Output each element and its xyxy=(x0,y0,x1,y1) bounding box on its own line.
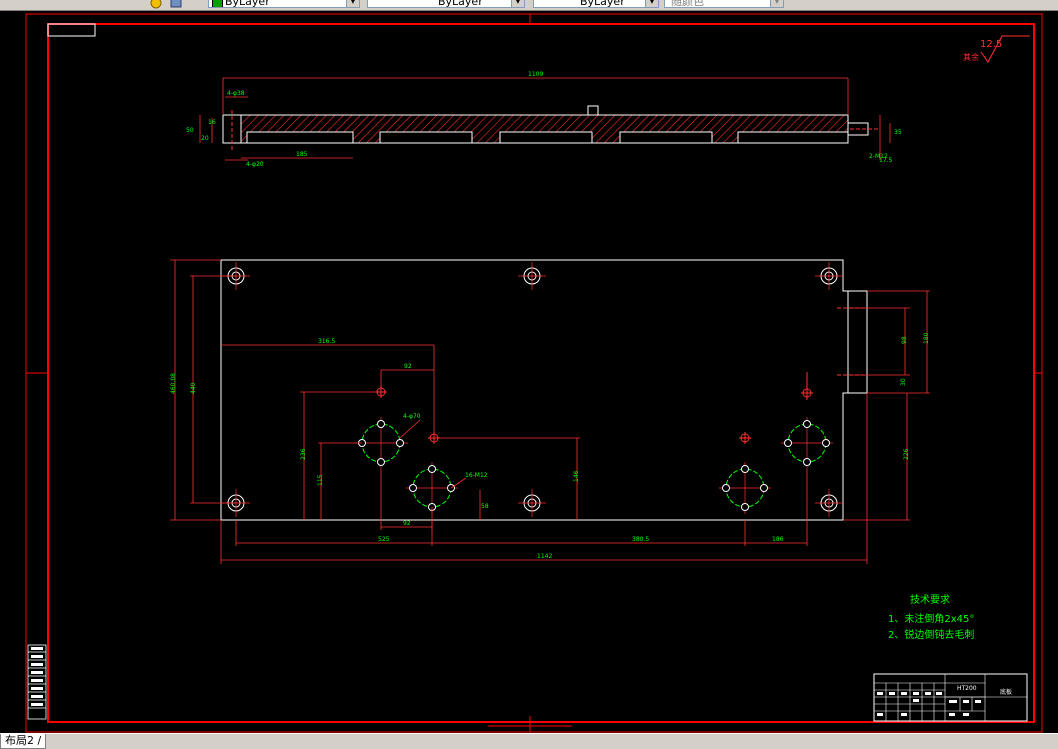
surface-roughness-symbol: 12.5 其余 xyxy=(963,35,1030,63)
chevron-down-icon[interactable]: ▼ xyxy=(511,0,524,7)
dim-overall-length: 1109 xyxy=(528,71,543,78)
side-view: 1109 4-φ38 4-φ20 50 20 16 185 2-M12 35 1… xyxy=(186,71,902,168)
dim-50: 50 xyxy=(186,127,194,134)
chevron-down-icon[interactable]: ▼ xyxy=(346,0,359,7)
layout-tab-label: 布局2 xyxy=(5,734,34,747)
roughness-label: 其余 xyxy=(963,52,979,62)
lineweight-combo-value: ByLayer xyxy=(580,0,625,8)
dim-226: 226 xyxy=(903,448,910,460)
dim-146: 146 xyxy=(573,470,580,482)
dim-180: 180 xyxy=(923,332,930,344)
chevron-down-icon[interactable]: ▼ xyxy=(645,0,658,7)
dim-17-5: 17.5 xyxy=(879,157,893,164)
dim-186: 186 xyxy=(772,536,784,543)
dim-525: 525 xyxy=(378,536,390,543)
dim-20: 20 xyxy=(201,135,209,142)
bolt-pattern-center xyxy=(406,432,458,514)
color-control-combo[interactable]: ByLayer ▼ xyxy=(208,0,360,8)
properties-toolbar: ByLayer ▼ ByLayer ▼ ByLayer ▼ 随颜色 ▼ xyxy=(0,0,1058,11)
drawing-number-box xyxy=(47,23,96,37)
dim-left-hole: 4-φ38 xyxy=(227,90,245,97)
dim-4-phi70: 4-φ70 xyxy=(403,413,421,420)
dim-16-m12: 16-M12 xyxy=(465,472,488,479)
dim-115: 115 xyxy=(317,474,324,486)
layer-state-icon[interactable] xyxy=(150,0,162,9)
color-swatch-icon xyxy=(212,0,223,7)
linetype-combo-value: ByLayer xyxy=(438,0,483,8)
linetype-control-combo[interactable]: ByLayer ▼ xyxy=(367,0,525,8)
plotstyle-combo-value: 随颜色 xyxy=(671,0,704,8)
dim-30: 30 xyxy=(900,378,907,386)
dim-35: 35 xyxy=(894,129,902,136)
dim-1142: 1142 xyxy=(537,553,552,560)
dim-left-hole-2: 4-φ20 xyxy=(246,161,264,168)
plotstyle-control-combo[interactable]: 随颜色 ▼ xyxy=(664,0,784,8)
dim-98: 98 xyxy=(901,336,908,344)
sheet-frame xyxy=(25,13,1043,733)
drawing-canvas[interactable]: 12.5 其余 1109 xyxy=(0,11,1058,733)
dim-185: 185 xyxy=(296,151,308,158)
bolt-pattern-right-top xyxy=(781,372,833,470)
dim-316-5: 316.5 xyxy=(318,338,335,345)
dim-460: 460.08 xyxy=(170,373,177,394)
roughness-value: 12.5 xyxy=(980,39,1002,50)
layout-tab-2[interactable]: 布局2 / xyxy=(0,734,47,749)
title-block: HT200 底板 xyxy=(873,673,1028,722)
dim-380-5: 380.5 xyxy=(632,536,649,543)
color-combo-value: ByLayer xyxy=(225,0,270,8)
tech-req-title: 技术要求 xyxy=(910,593,950,606)
title-block-material: HT200 xyxy=(957,685,977,692)
plan-view: 316.5 92 4-φ70 16-M12 460.08 440 236 115… xyxy=(170,259,930,564)
revision-column xyxy=(27,644,47,720)
dim-440: 440 xyxy=(190,382,197,394)
tech-req-line2: 2、锐边倒钝去毛刺 xyxy=(888,628,974,641)
title-block-part-name: 底板 xyxy=(1000,688,1012,696)
lineweight-control-combo[interactable]: ByLayer ▼ xyxy=(533,0,659,8)
bolt-pattern-left xyxy=(355,386,408,470)
chevron-down-icon[interactable]: ▼ xyxy=(770,0,783,7)
layer-previous-icon[interactable] xyxy=(170,0,182,9)
technical-requirements: 技术要求 1、未注倒角2x45° 2、锐边倒钝去毛刺 xyxy=(888,593,974,641)
layout-tab-bar: 布局2 / xyxy=(0,733,1058,749)
dim-92-bottom: 92 xyxy=(403,520,411,527)
bolt-pattern-right-bottom xyxy=(719,432,771,514)
dim-92-top: 92 xyxy=(404,363,412,370)
tech-req-line1: 1、未注倒角2x45° xyxy=(888,612,974,625)
dim-236: 236 xyxy=(300,448,307,460)
dim-58: 58 xyxy=(481,503,489,510)
dim-right-thread: 2-M12 xyxy=(869,153,888,160)
dim-16: 16 xyxy=(208,119,216,126)
